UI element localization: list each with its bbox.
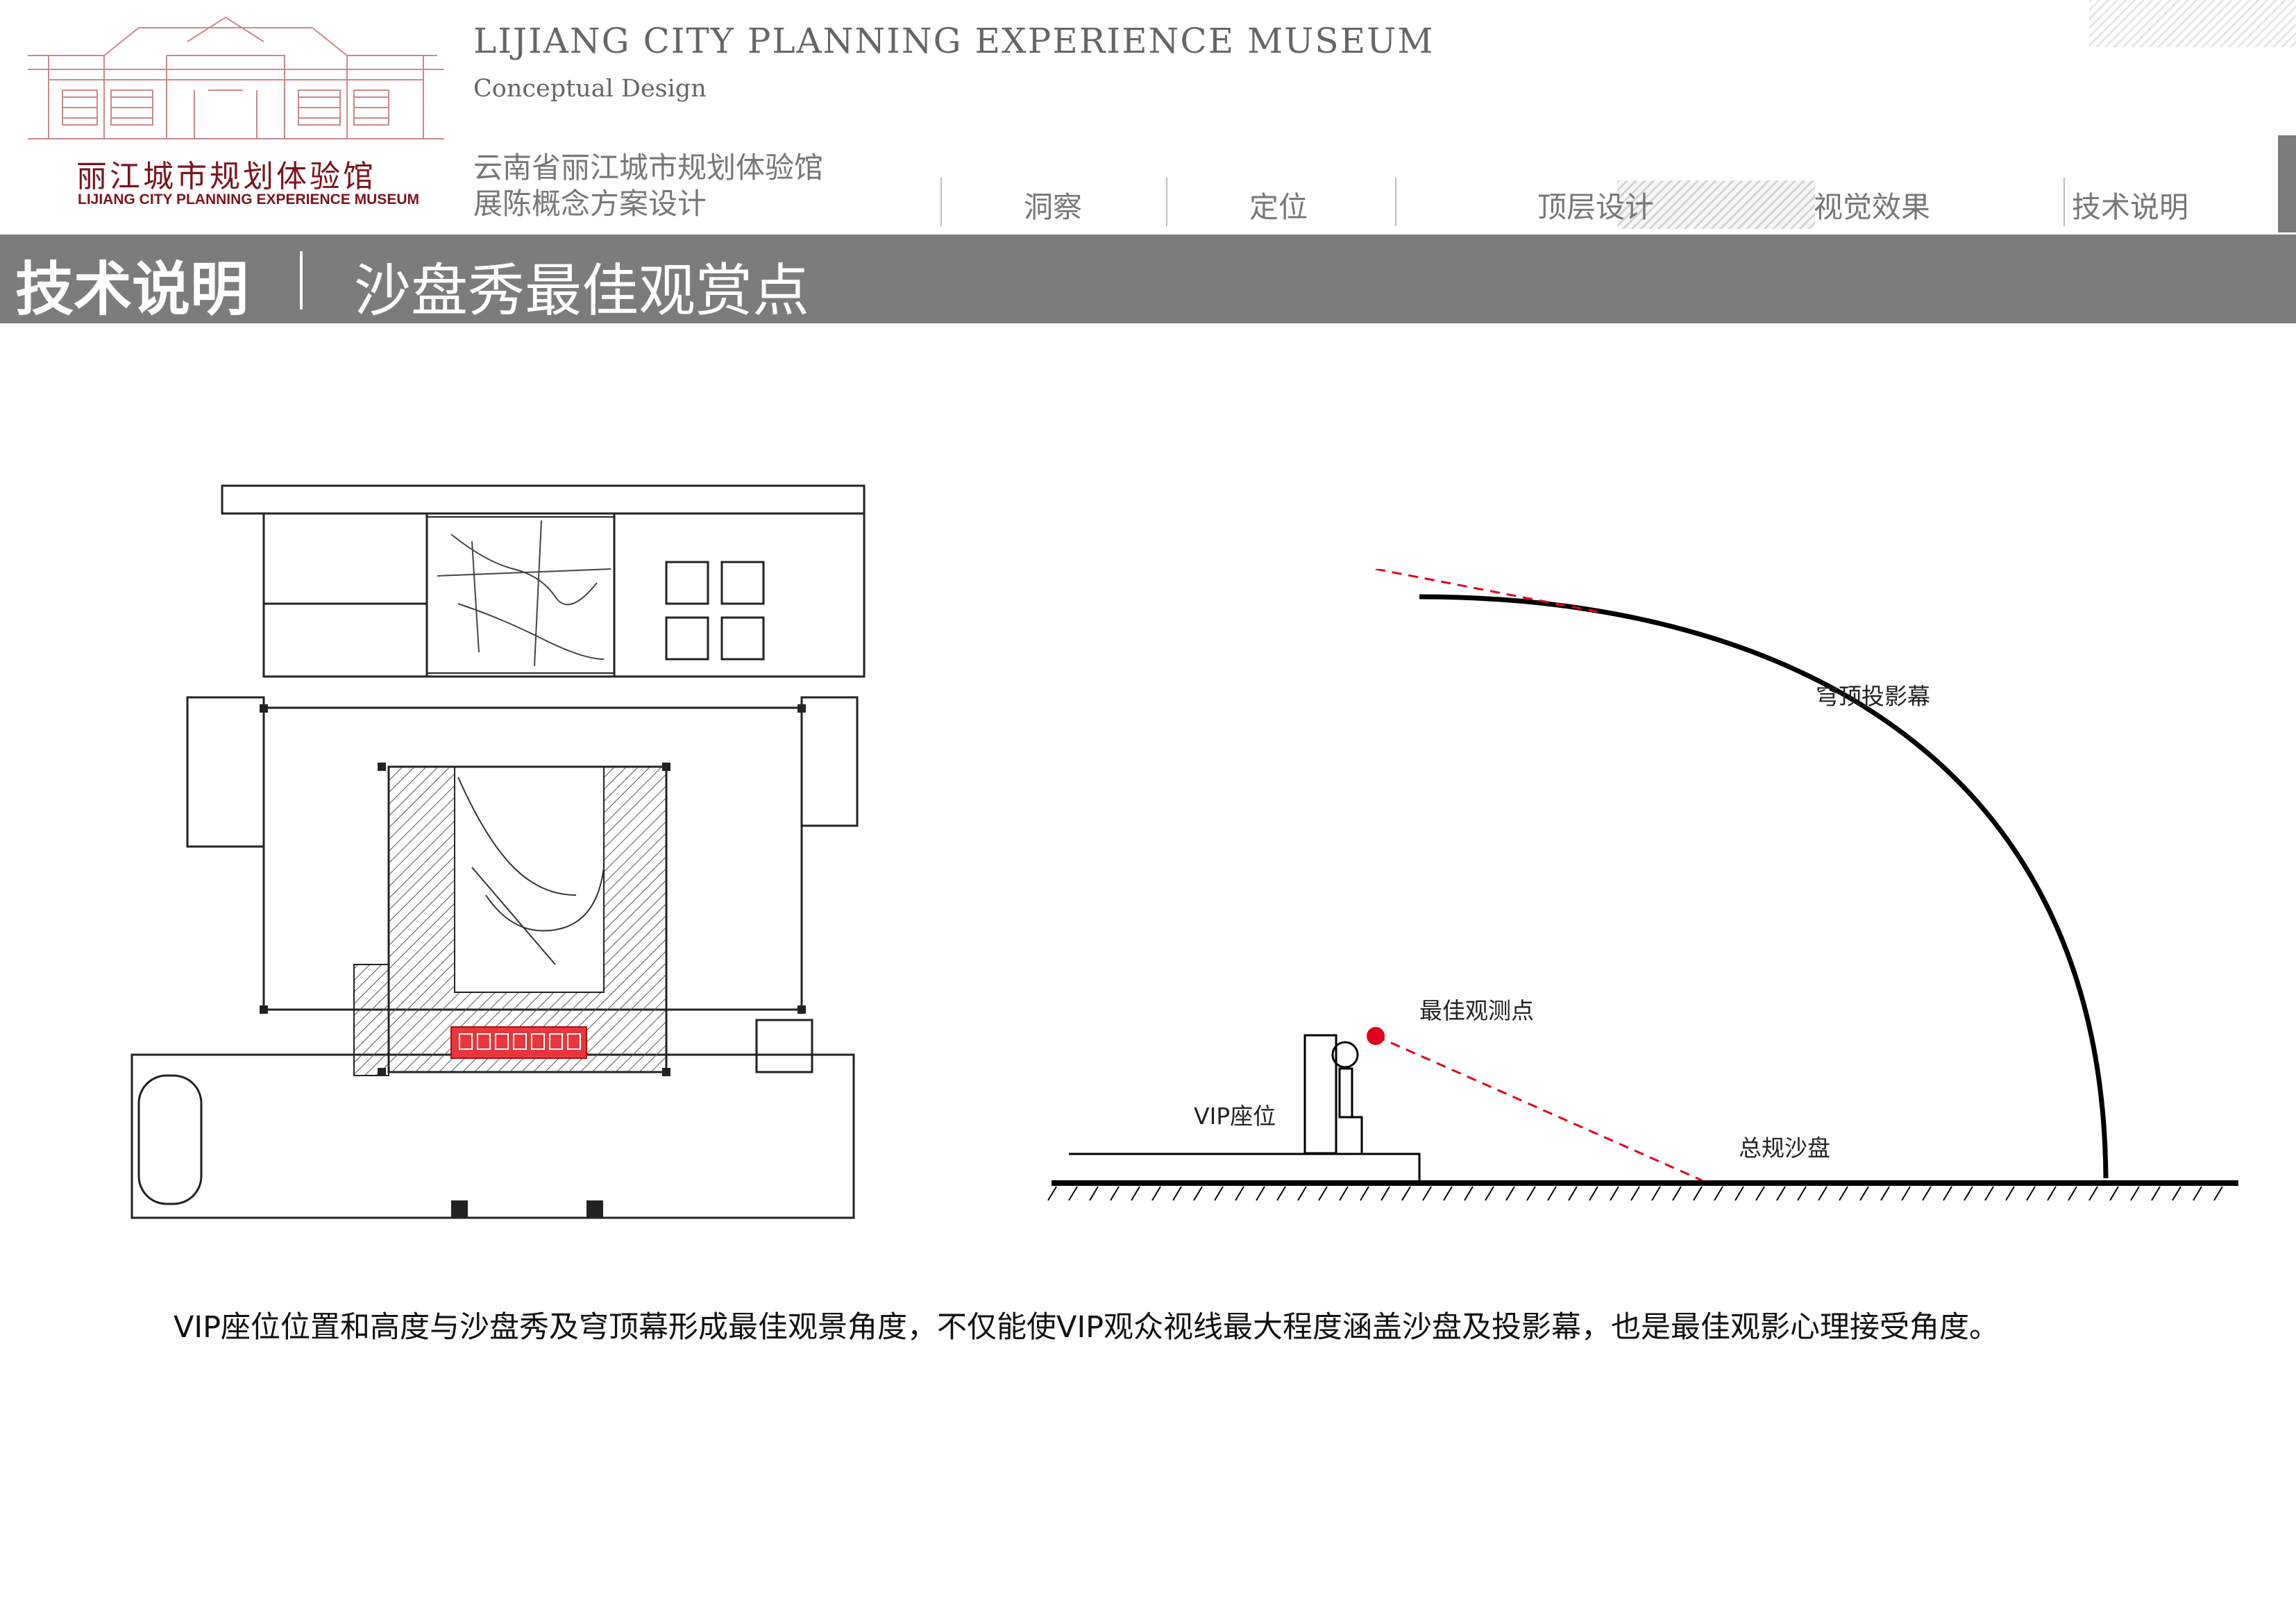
sightline-to-sand-table [1375, 1035, 1703, 1182]
sand-table-label: 总规沙盘 [1739, 1135, 1830, 1162]
section-title: 技术说明 [15, 255, 249, 323]
vip-seat-label: VIP座位 [1194, 1103, 1276, 1130]
nav-item-tech-notes[interactable]: 技术说明 [2072, 190, 2189, 224]
topic-title: 沙盘秀最佳观赏点 [354, 258, 810, 324]
best-viewing-point [1367, 1027, 1385, 1045]
nav-divider [2063, 178, 2065, 226]
nav-active-highlight [1617, 180, 1815, 229]
section-nav: 洞察 定位 顶层设计 视觉效果 技术说明 [940, 167, 2280, 233]
vip-platform [1069, 1153, 1421, 1183]
dome-screen-arc [1419, 594, 2109, 1179]
title-bar [0, 235, 2296, 323]
nav-item-top-level-design[interactable]: 顶层设计 [1537, 190, 1655, 224]
vip-seat-highlight [450, 1026, 587, 1059]
nav-item-insight[interactable]: 洞察 [1024, 190, 1083, 224]
project-name-line1: 云南省丽江城市规划体验馆 [473, 151, 824, 185]
best-point-label: 最佳观测点 [1419, 997, 1534, 1024]
museum-subtitle: Conceptual Design [473, 75, 707, 103]
nav-divider [940, 178, 942, 226]
floor-plan [130, 484, 866, 1219]
corner-hatch-decoration [2089, 0, 2296, 47]
museum-logo [28, 16, 444, 139]
logo-chinese-name: 丽江城市规划体验馆 [76, 159, 376, 194]
sightline-to-dome [1375, 569, 1600, 613]
description-caption: VIP座位位置和高度与沙盘秀及穹顶幕形成最佳观景角度，不仅能使VIP观众视线最大… [174, 1310, 2000, 1345]
logo-english-name: LIJIANG CITY PLANNING EXPERIENCE MUSEUM [78, 192, 420, 207]
title-separator [300, 251, 303, 309]
nav-divider [1395, 178, 1396, 226]
viewing-section-diagram: 穹顶投影幕 最佳观测点 VIP座位 总规沙盘 [1047, 569, 2238, 1201]
museum-title: LIJIANG CITY PLANNING EXPERIENCE MUSEUM [473, 21, 1435, 61]
side-accent-strip [2278, 135, 2296, 232]
dome-screen-label: 穹顶投影幕 [1816, 683, 1930, 710]
nav-item-positioning[interactable]: 定位 [1249, 190, 1308, 224]
project-name-line2: 展陈概念方案设计 [473, 187, 707, 221]
nav-divider [1166, 178, 1167, 226]
seated-viewer-icon [1303, 1034, 1363, 1155]
nav-item-visual-effects[interactable]: 视觉效果 [1814, 190, 1931, 224]
